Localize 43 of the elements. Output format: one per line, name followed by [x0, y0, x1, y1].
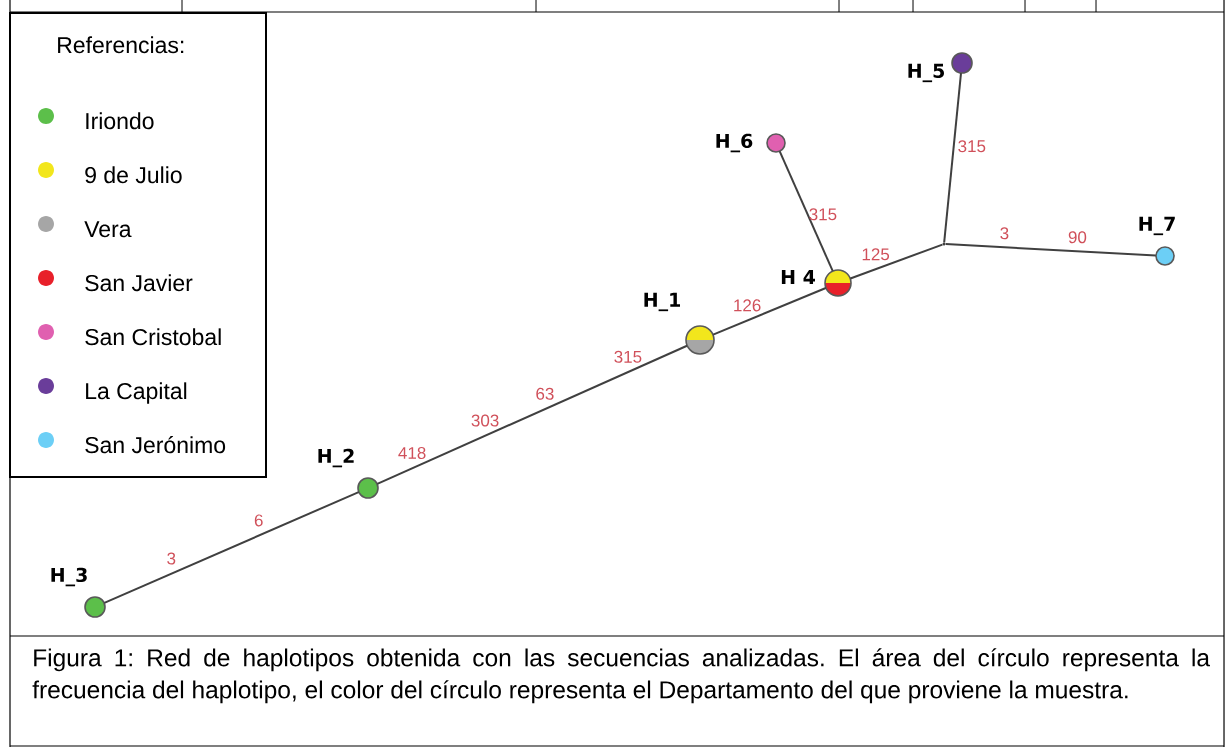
haplotype-circle: [951, 52, 973, 74]
mutation-number: 3: [167, 552, 176, 565]
mutation-number: 315: [614, 350, 642, 363]
network-line: [778, 150, 834, 272]
mutation-number: 125: [862, 248, 890, 261]
legend-label: 9 de Julio: [85, 166, 182, 184]
haplotype-circle: [824, 269, 852, 297]
mutation-number: 90: [1068, 231, 1087, 244]
mutation-number: 315: [809, 208, 837, 221]
legend-title: Referencias:: [58, 36, 184, 54]
network-line: [849, 243, 944, 280]
network-line: [103, 491, 360, 604]
mutation-number: 418: [398, 447, 426, 459]
mutation-number: 315: [958, 140, 986, 153]
network-line: [944, 243, 1157, 257]
network-line: [712, 287, 827, 336]
legend-label: La Capital: [86, 382, 187, 404]
haplotype-label: H_3: [51, 567, 87, 587]
mutation-number: 6: [254, 514, 263, 527]
haplotype-circle: [357, 477, 379, 499]
legend-label: San Cristobal: [85, 328, 221, 346]
haplotype-label: H_5: [908, 63, 944, 83]
haplotype-circle: [685, 325, 715, 355]
network-line: [376, 344, 689, 485]
haplotype-circle: [84, 596, 106, 618]
haplotype-label: H_1: [644, 292, 680, 312]
haplotype-label: H 4: [781, 270, 815, 284]
mutation-number: 303: [471, 414, 499, 427]
haplotype-circle: [1155, 246, 1175, 266]
figure-caption: Figura 1: Red de haplotipos obtenida con las secuencias analizadas. El área del círculo representa la frecuencia del haplotipo, el color del círculo representa el Departamento del que proviene la muestra.: [32, 648, 1210, 704]
legend-label: Iriondo: [86, 112, 154, 130]
legend-label: Vera: [84, 221, 132, 238]
mutation-number: 126: [734, 299, 761, 312]
mutation-number: 3: [1000, 227, 1009, 240]
mutation-number: 63: [536, 387, 554, 400]
haplotype-circle: [766, 133, 786, 153]
haplotype-label: H_6: [716, 133, 753, 153]
haplotype-label: H_2: [318, 448, 354, 468]
haplotype-label: H_7: [1139, 216, 1175, 236]
legend-label: San Jerónimo: [85, 436, 226, 454]
legend-label: San Javier: [85, 274, 193, 292]
junction-point: [942, 242, 946, 246]
network-line: [943, 72, 962, 244]
